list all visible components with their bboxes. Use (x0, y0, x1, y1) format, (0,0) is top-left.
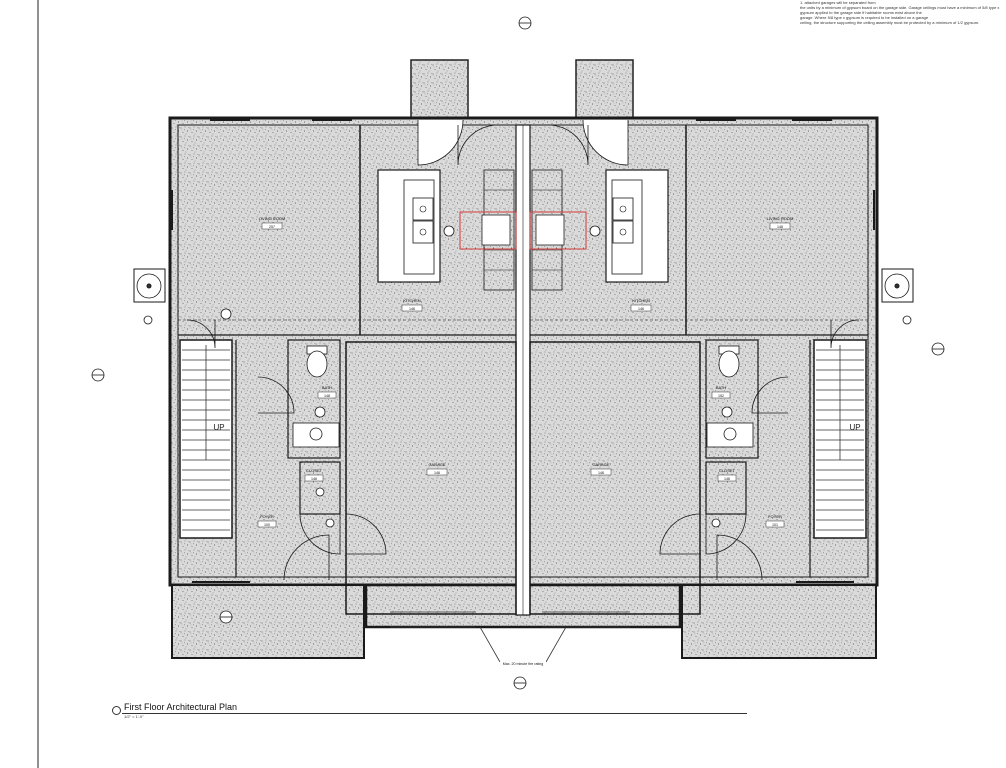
stair-right (816, 345, 864, 531)
tag-garage-right: 146 (598, 471, 604, 475)
label-bath-right: BATH (716, 385, 726, 390)
room-labels-left: LIVING ROOM 257 KITCHEN 146 BATH 148 CLO… (213, 216, 448, 528)
kitchen-left (377, 169, 515, 291)
label-bath-left: BATH (322, 385, 332, 390)
stair-up-right: UP (849, 423, 860, 432)
label-garage-left: GARAGE (428, 462, 445, 467)
label-closet-left: CLOSET (306, 468, 323, 473)
label-garage-right: GARAGE (592, 462, 609, 467)
note-line: 1. attached garages will be separated fr… (800, 0, 876, 5)
label-foyer-left: FOYER (260, 514, 274, 519)
label-foyer-right: FOYER (768, 514, 782, 519)
label-living-room-right: LIVING ROOM (767, 216, 794, 221)
drawing-scale: 1/2" = 1'-0" (124, 714, 144, 719)
tag-kitchen-right: 146 (638, 307, 644, 311)
driveway-lines (479, 626, 567, 666)
tag-bath-right: 152 (718, 394, 724, 398)
tag-living-room-right: 148 (777, 225, 783, 229)
tag-garage-left: 146 (434, 471, 440, 475)
note-line: garage. Where 5/8 type x gypsum is requi… (800, 15, 929, 20)
tag-foyer-left: 100 (264, 523, 270, 527)
tag-living-room-left: 257 (269, 225, 275, 229)
note-line: the units by a minimum of gypsum board o… (800, 5, 1000, 10)
section-markers (91, 16, 945, 690)
garage-doors (390, 611, 630, 628)
tag-closet-right: 146 (724, 477, 730, 481)
stair-up-left: UP (213, 423, 224, 432)
driveway-note: Max. 20 minute fire rating (503, 662, 544, 666)
drawing-title-block: First Floor Architectural Plan 1/2" = 1'… (112, 700, 752, 724)
label-kitchen-left: KITCHEN (403, 298, 421, 303)
tag-closet-left: 146 (311, 477, 317, 481)
tag-foyer-right: 101 (772, 523, 778, 527)
bath-fixtures-left (292, 345, 340, 448)
note-line: ceiling, the structure supporting the ce… (800, 20, 980, 25)
title-underline (122, 713, 747, 714)
building-footprint (168, 59, 879, 659)
note-line: gypsum applied to the garage side if hab… (800, 10, 922, 15)
exterior-units (133, 268, 914, 303)
room-labels-right: LIVING ROOM 148 KITCHEN 146 BATH 152 CLO… (590, 216, 861, 528)
label-closet-right: CLOSET (719, 468, 736, 473)
drawing-title: First Floor Architectural Plan (124, 702, 238, 712)
bath-fixtures-right (706, 345, 754, 448)
kitchen-right (531, 169, 669, 291)
highlight-box-right (529, 211, 587, 250)
tag-bath-left: 148 (324, 394, 330, 398)
title-marker-icon (112, 706, 121, 715)
label-kitchen-right: KITCHEN (632, 298, 650, 303)
hvac-right (535, 214, 565, 246)
stair-left (182, 345, 230, 531)
hvac-left (481, 214, 511, 246)
doors-right (547, 119, 860, 581)
general-notes: 1. attached garages will be separated fr… (800, 0, 1000, 25)
doors-left (186, 119, 499, 581)
windows (171, 119, 875, 583)
label-living-room-left: LIVING ROOM (259, 216, 286, 221)
highlight-box-left (459, 211, 517, 250)
tag-kitchen-left: 146 (409, 307, 415, 311)
